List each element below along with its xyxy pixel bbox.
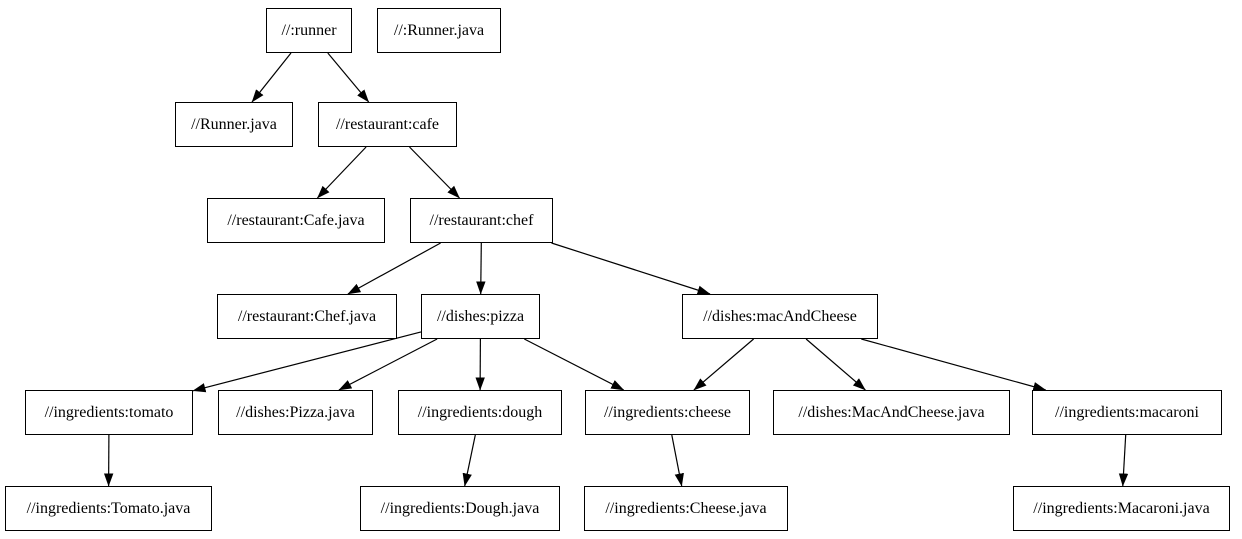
edge-runner-cafe (327, 52, 370, 103)
node-runner-java: //Runner.java (175, 102, 293, 147)
node-macaroni: //ingredients:macaroni (1032, 390, 1222, 435)
node-tomato: //ingredients:tomato (25, 390, 193, 435)
edge-mac-macaroni (861, 338, 1047, 392)
edge-chef-mac (551, 242, 711, 295)
node-mac-java: //dishes:MacAndCheese.java (773, 390, 1010, 435)
edge-cafe-cafe-java (316, 146, 367, 199)
node-pizza: //dishes:pizza (421, 294, 540, 339)
node-label: //restaurant:Chef.java (237, 307, 377, 325)
node-label: //dishes:pizza (436, 307, 525, 325)
node-runner-src: //:Runner.java (377, 8, 501, 53)
edge-chef-chef-java (347, 242, 441, 295)
node-dough: //ingredients:dough (398, 390, 562, 435)
node-cheese: //ingredients:cheese (585, 390, 750, 435)
node-label: //ingredients:cheese (603, 403, 732, 421)
node-label: //:Runner.java (393, 21, 485, 39)
edge-macaroni-macaroni-java (1118, 434, 1129, 487)
node-label: //restaurant:chef (429, 211, 534, 229)
edge-chef-pizza (476, 242, 486, 295)
edge-pizza-tomato (192, 331, 422, 393)
edge-dough-dough-java (462, 434, 476, 487)
node-label: //ingredients:macaroni (1055, 403, 1199, 421)
edge-mac-cheese (693, 338, 754, 391)
edge-runner-runner-java (251, 52, 292, 103)
edge-pizza-pizza-java (338, 338, 438, 391)
node-label: //Runner.java (191, 115, 277, 133)
node-label: //:runner (281, 21, 337, 39)
node-label: //dishes:MacAndCheese.java (798, 403, 985, 421)
edge-cafe-chef (409, 146, 460, 199)
edge-pizza-cheese (524, 338, 625, 391)
node-runner: //:runner (266, 8, 352, 53)
node-label: //ingredients:Tomato.java (26, 499, 191, 517)
node-label: //restaurant:cafe (335, 115, 440, 133)
node-label: //ingredients:dough (417, 403, 543, 421)
node-label: //dishes:macAndCheese (703, 307, 857, 325)
node-label: //ingredients:Macaroni.java (1033, 499, 1210, 517)
node-label: //ingredients:Cheese.java (605, 499, 767, 517)
node-macaroni-java: //ingredients:Macaroni.java (1013, 486, 1230, 531)
node-tomato-java: //ingredients:Tomato.java (5, 486, 212, 531)
node-cafe: //restaurant:cafe (318, 102, 457, 147)
node-cafe-java: //restaurant:Cafe.java (207, 198, 385, 243)
node-pizza-java: //dishes:Pizza.java (218, 390, 373, 435)
node-chef-java: //restaurant:Chef.java (217, 294, 397, 339)
node-label: //restaurant:Cafe.java (227, 211, 365, 229)
node-chef: //restaurant:chef (410, 198, 553, 243)
edge-cheese-cheese-java (671, 434, 684, 487)
edge-mac-mac-java (805, 338, 866, 391)
edges-group (103, 52, 1129, 487)
node-cheese-java: //ingredients:Cheese.java (584, 486, 788, 531)
node-label: //ingredients:tomato (44, 403, 174, 421)
node-label: //ingredients:Dough.java (380, 499, 540, 517)
node-mac: //dishes:macAndCheese (682, 294, 878, 339)
node-label: //dishes:Pizza.java (236, 403, 355, 421)
node-dough-java: //ingredients:Dough.java (360, 486, 560, 531)
